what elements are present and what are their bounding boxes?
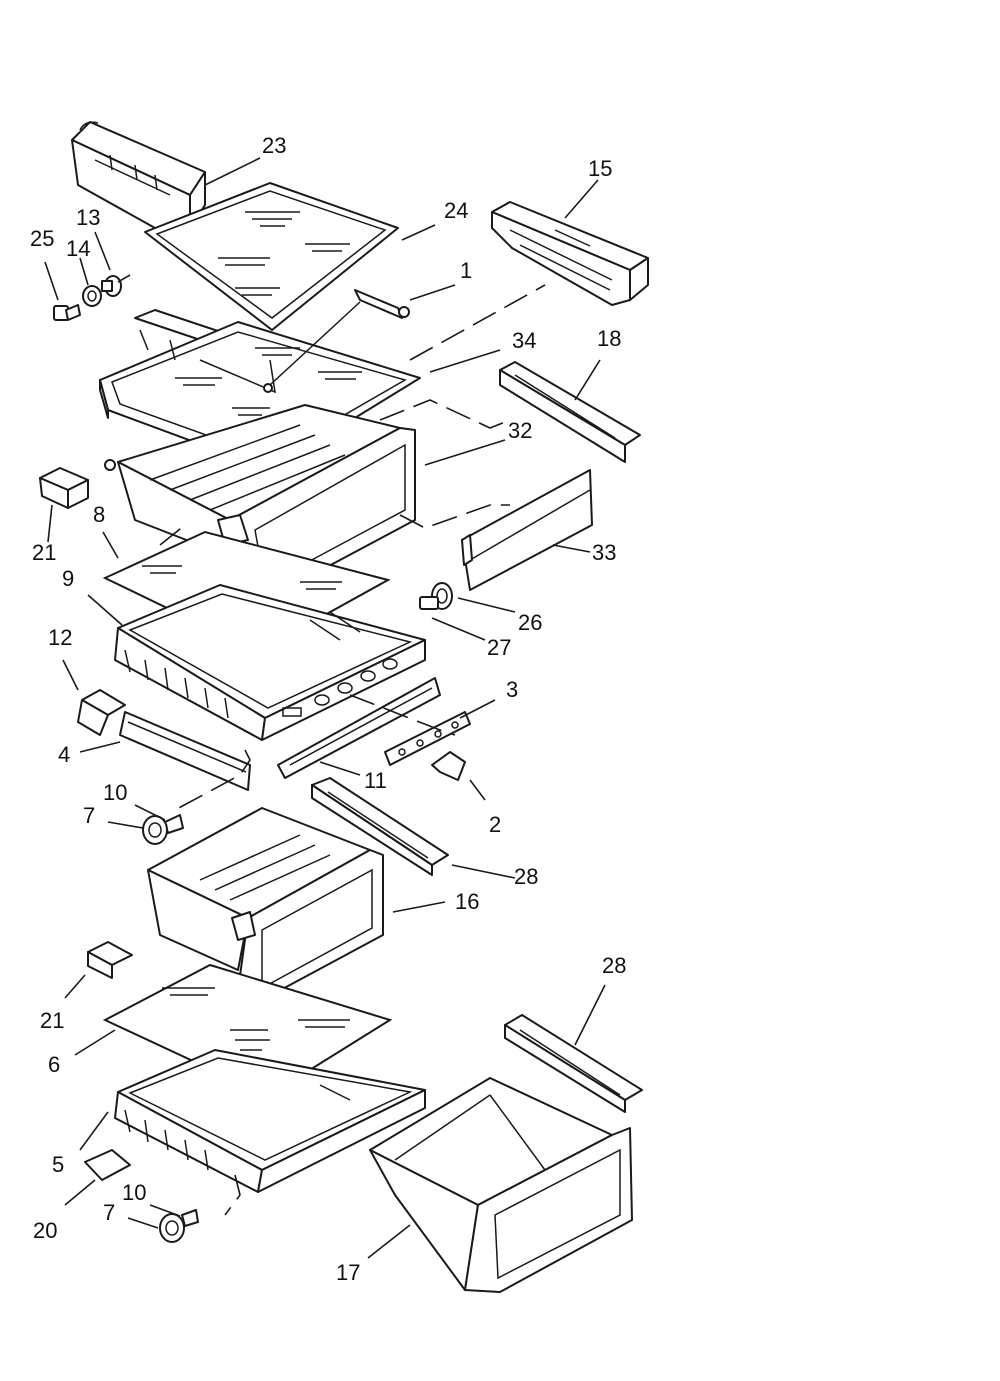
part-28-slide-rail-middle[interactable] xyxy=(311,777,449,876)
part-24-glass-shelf[interactable] xyxy=(144,182,399,331)
part-28-slide-rail-lower[interactable] xyxy=(504,1014,643,1113)
callout-32: 32 xyxy=(508,418,532,443)
part-12-trim[interactable] xyxy=(77,689,126,736)
callout-34: 34 xyxy=(512,328,536,353)
part-5-cover-frame[interactable] xyxy=(114,1049,426,1193)
part-27-screw[interactable] xyxy=(419,596,439,610)
part-11-trim-bar[interactable] xyxy=(277,677,441,779)
part-3-bracket[interactable] xyxy=(384,711,471,766)
part-2-latch[interactable] xyxy=(431,751,466,781)
callout-10-lower: 10 xyxy=(122,1180,146,1205)
part-13-roller[interactable] xyxy=(101,275,122,297)
part-17-pan-drawer[interactable] xyxy=(369,1077,633,1293)
callout-20: 20 xyxy=(33,1218,57,1243)
callout-28-middle: 28 xyxy=(514,864,538,889)
part-32-crisper-drawer[interactable] xyxy=(104,404,416,601)
callout-21-upper: 21 xyxy=(32,540,56,565)
part-16-drawer[interactable] xyxy=(147,807,384,1001)
callout-23: 23 xyxy=(262,133,286,158)
callout-10-upper: 10 xyxy=(103,780,127,805)
callout-24: 24 xyxy=(444,198,468,223)
part-18-slide-rail[interactable] xyxy=(499,361,641,463)
callout-7-upper: 7 xyxy=(83,803,95,828)
callout-17: 17 xyxy=(336,1260,360,1285)
callout-9: 9 xyxy=(62,566,74,591)
callout-15: 15 xyxy=(588,156,612,181)
callout-7-lower: 7 xyxy=(103,1200,115,1225)
callout-12: 12 xyxy=(48,625,72,650)
callout-25: 25 xyxy=(30,226,54,251)
callout-4: 4 xyxy=(58,742,70,767)
part-7-wheel-lower[interactable] xyxy=(159,1213,185,1243)
part-7-wheel-upper[interactable] xyxy=(142,815,168,845)
callout-14: 14 xyxy=(66,236,90,261)
part-21-clip-lower[interactable] xyxy=(87,941,133,979)
callout-11: 11 xyxy=(364,768,387,793)
part-33-drawer-trim[interactable] xyxy=(461,469,593,591)
part-14-washer[interactable] xyxy=(82,285,102,307)
callout-2: 2 xyxy=(489,812,501,837)
part-21-clip-upper[interactable] xyxy=(39,467,89,509)
part-23-bin[interactable] xyxy=(71,121,206,229)
callout-21-lower: 21 xyxy=(40,1008,64,1033)
part-15-slide-rail[interactable] xyxy=(491,201,649,306)
callout-1: 1 xyxy=(460,258,472,283)
callout-28-lower: 28 xyxy=(602,953,626,978)
callout-26: 26 xyxy=(518,610,542,635)
part-1-rod[interactable] xyxy=(263,289,410,393)
callout-labels: 23 15 24 13 25 14 1 34 18 32 21 8 33 9 2… xyxy=(30,133,626,1285)
part-4-front-trim[interactable] xyxy=(119,711,251,791)
callout-13: 13 xyxy=(76,205,100,230)
callout-5: 5 xyxy=(52,1152,64,1177)
part-20-trim[interactable] xyxy=(84,1149,131,1181)
callout-18: 18 xyxy=(597,326,621,351)
assembly-lines xyxy=(159,284,546,1216)
callout-3: 3 xyxy=(506,677,518,702)
callout-16: 16 xyxy=(455,889,479,914)
callout-6: 6 xyxy=(48,1052,60,1077)
callout-27: 27 xyxy=(487,635,511,660)
leader-arrows xyxy=(44,157,606,1259)
part-9-cover-frame[interactable] xyxy=(114,584,426,741)
callout-33: 33 xyxy=(592,540,616,565)
part-25-screw[interactable] xyxy=(53,304,81,321)
callout-8: 8 xyxy=(93,502,105,527)
